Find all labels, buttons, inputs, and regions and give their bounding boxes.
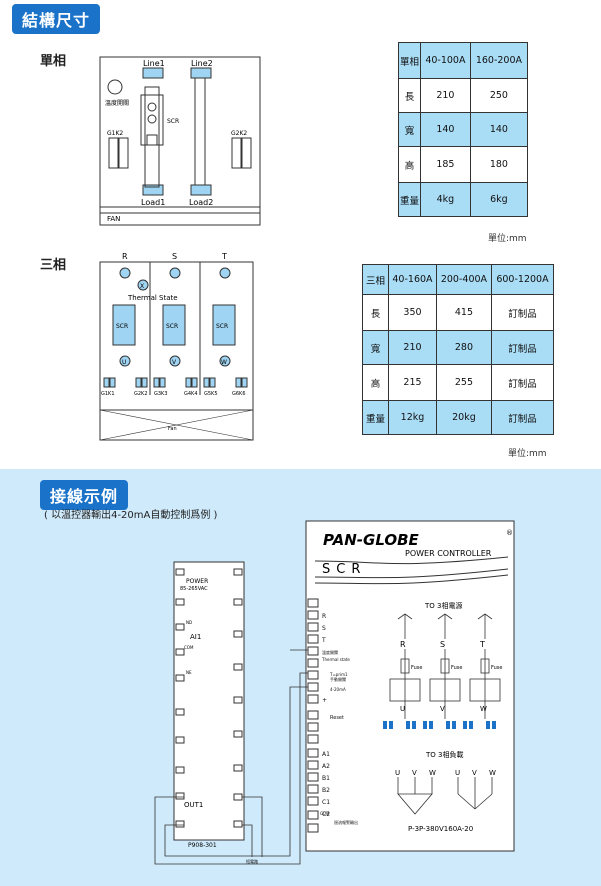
svg-text:Fuse: Fuse <box>491 665 502 671</box>
svg-text:S: S <box>172 252 177 261</box>
svg-text:G3K3: G3K3 <box>154 391 168 397</box>
svg-text:SCR: SCR <box>216 323 228 330</box>
svg-text:X: X <box>140 283 144 290</box>
svg-text:Fuse: Fuse <box>451 665 462 671</box>
svg-text:Reset: Reset <box>330 715 344 721</box>
svg-text:ND: ND <box>186 620 192 625</box>
svg-text:POWER CONTROLLER: POWER CONTROLLER <box>405 549 492 558</box>
load1-label: Load1 <box>141 198 165 207</box>
svg-text:V: V <box>440 705 445 713</box>
svg-text:SCR: SCR <box>166 323 178 330</box>
svg-text:COM: COM <box>320 811 330 816</box>
svg-text:U: U <box>395 769 400 777</box>
svg-text:Thermal state: Thermal state <box>321 657 350 662</box>
single-phase-drawing: Line1 Line2 Load1 Load2 SCR 溫度開關 G1K2 G2… <box>99 56 261 226</box>
fan-label: FAN <box>107 215 120 223</box>
svg-text:W: W <box>480 705 487 713</box>
svg-text:C2: C2 <box>322 811 330 818</box>
svg-text:B1: B1 <box>322 775 330 782</box>
svg-text:S: S <box>322 625 326 632</box>
single-phase-label: 單相 <box>40 54 67 69</box>
svg-text:POWER: POWER <box>186 578 208 585</box>
wiring-diagram: PAN-GLOBE ® POWER CONTROLLER SCR TO 3相電源… <box>154 520 515 865</box>
svg-text:T=prim1: T=prim1 <box>329 672 348 677</box>
unit-label-1: 單位:mm <box>488 234 527 244</box>
svg-text:A1: A1 <box>322 751 330 758</box>
g2k2-label: G2K2 <box>231 130 247 137</box>
svg-text:4-20mA: 4-20mA <box>330 687 346 692</box>
svg-text:G4K4: G4K4 <box>184 391 198 397</box>
svg-text:R: R <box>122 252 128 261</box>
svg-text:U: U <box>122 359 126 366</box>
scr-label: SCR <box>167 118 179 125</box>
svg-text:P908-301: P908-301 <box>188 842 217 849</box>
svg-text:W: W <box>429 769 436 777</box>
svg-text:B2: B2 <box>322 787 330 794</box>
svg-text:R: R <box>400 640 406 649</box>
svg-text:U: U <box>455 769 460 777</box>
three-phase-label: 三相 <box>40 258 67 273</box>
svg-text:COM: COM <box>184 645 194 650</box>
svg-text:V: V <box>172 359 177 366</box>
brand-logo: PAN-GLOBE <box>323 531 420 549</box>
load2-label: Load2 <box>189 198 213 207</box>
svg-text:U: U <box>400 705 405 713</box>
svg-text:OUT1: OUT1 <box>184 801 203 809</box>
svg-text:TO 3相負載: TO 3相負載 <box>425 750 463 759</box>
svg-text:T: T <box>321 637 326 644</box>
svg-text:W: W <box>489 769 496 777</box>
svg-text:SCR: SCR <box>322 562 366 577</box>
svg-text:P-3P-380V160A-20: P-3P-380V160A-20 <box>408 825 473 833</box>
svg-text:W: W <box>221 359 227 366</box>
svg-text:短電路: 短電路 <box>246 858 258 864</box>
svg-text:G2K2: G2K2 <box>134 391 148 397</box>
svg-text:T: T <box>221 252 227 261</box>
three-phase-drawing: R S T X Thermal State SCR SCR SCR U V W … <box>99 252 254 441</box>
svg-text:AI1: AI1 <box>190 633 201 641</box>
svg-text:G5K5: G5K5 <box>204 391 218 397</box>
svg-text:Thermal State: Thermal State <box>127 294 178 302</box>
wiring-subtitle: ( 以溫控器輸出4-20mA自動控制爲例 ) <box>44 510 218 521</box>
section-wiring-title: 接線示例 <box>40 480 129 510</box>
svg-text:G1K1: G1K1 <box>101 391 115 397</box>
temp-switch-label: 溫度開關 <box>105 99 129 107</box>
svg-text:SCR: SCR <box>116 323 128 330</box>
svg-text:S: S <box>440 640 445 649</box>
svg-text:NE: NE <box>186 670 192 675</box>
section-structure-title: 結構尺寸 <box>12 4 101 34</box>
svg-text:85-265VAC: 85-265VAC <box>180 586 208 592</box>
svg-text:手動開關: 手動開關 <box>330 676 346 682</box>
svg-text:T: T <box>479 640 485 649</box>
line2-label: Line2 <box>191 59 213 68</box>
svg-text:V: V <box>412 769 417 777</box>
svg-text:Fuse: Fuse <box>411 665 422 671</box>
svg-text:TO 3相電源: TO 3相電源 <box>424 601 462 610</box>
svg-text:R: R <box>322 613 326 620</box>
svg-text:Fan: Fan <box>168 426 177 432</box>
svg-text:G6K6: G6K6 <box>232 391 246 397</box>
svg-text:A2: A2 <box>322 763 330 770</box>
svg-text:過流報警輸出: 過流報警輸出 <box>334 819 358 825</box>
svg-text:®: ® <box>506 529 513 537</box>
line1-label: Line1 <box>143 59 165 68</box>
svg-text:V: V <box>472 769 477 777</box>
g1k2-label: G1K2 <box>107 130 123 137</box>
svg-text:溫度開關: 溫度開關 <box>322 649 338 655</box>
svg-text:C1: C1 <box>322 799 330 806</box>
unit-label-2: 單位:mm <box>508 449 547 459</box>
svg-text:+: + <box>322 697 327 704</box>
